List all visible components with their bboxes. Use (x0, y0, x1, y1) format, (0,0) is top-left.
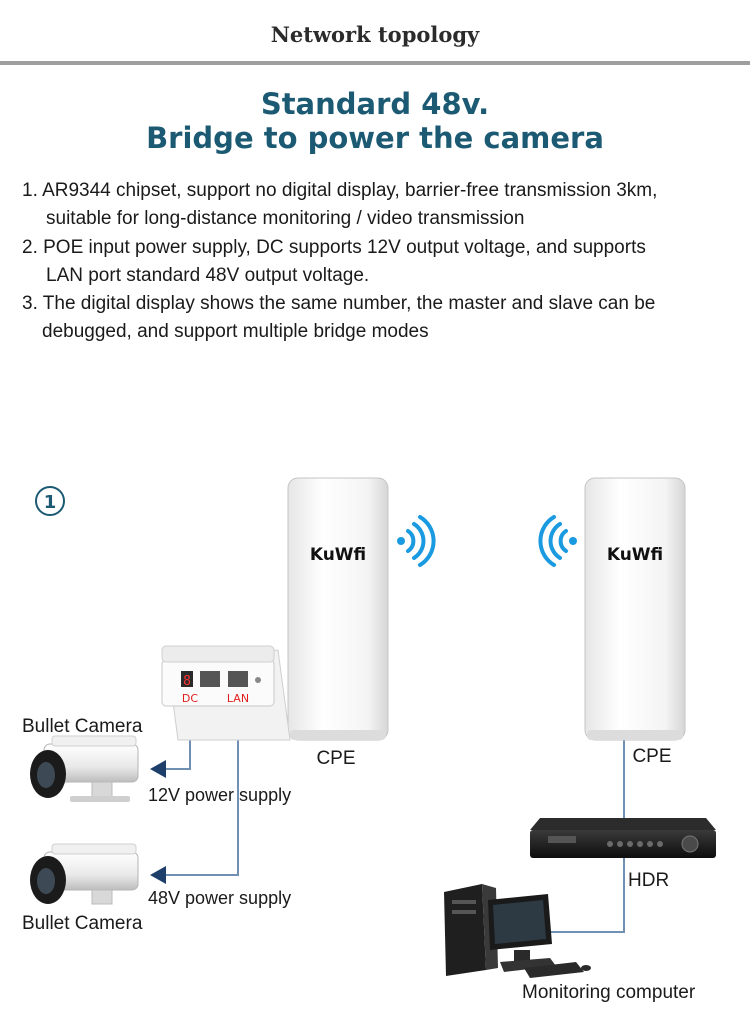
wifi-signal-right-icon (538, 515, 577, 567)
wifi-signal-left-icon (397, 515, 436, 567)
cpe-label-left: CPE (316, 748, 355, 769)
monitoring-computer-icon (444, 884, 591, 978)
camera-top-label: Bullet Camera (22, 716, 143, 737)
camera-bottom-label: Bullet Camera (22, 913, 143, 934)
feature-1-line-1: 1. AR9344 chipset, support no digital di… (22, 180, 658, 201)
port-lan-label: LAN (227, 692, 249, 705)
arrow-12v-icon (150, 760, 166, 778)
feature-2-line-1: 2. POE input power supply, DC supports 1… (22, 237, 646, 258)
brand-logo-right: KuWfi (607, 545, 663, 565)
bullet-camera-top-icon (30, 735, 139, 802)
poe-digit-display: 8 (183, 674, 191, 689)
headline-line-1: Standard 48v. (260, 87, 490, 121)
cable-lines (165, 702, 625, 933)
feature-item-1: 1. AR9344 chipset, support no digital di… (22, 177, 657, 233)
port-dc-label: DC (182, 692, 198, 705)
cpe-device-left: KuWfi (287, 477, 389, 741)
page-title: Network topology (270, 22, 480, 47)
feature-3-line-1: 3. The digital display shows the same nu… (22, 293, 656, 314)
computer-label: Monitoring computer (522, 982, 696, 1003)
svg-text:1: 1 (44, 492, 57, 513)
cpe-device-right: KuWfi (584, 477, 686, 741)
feature-item-2: 2. POE input power supply, DC supports 1… (22, 234, 646, 290)
headline-line-2: Bridge to power the camera (146, 121, 604, 155)
hdr-recorder-icon (530, 818, 716, 858)
feature-2-line-2: LAN port standard 48V output voltage. (46, 265, 370, 286)
cpe-label-right: CPE (632, 746, 671, 767)
feature-item-3: 3. The digital display shows the same nu… (22, 290, 655, 346)
poe-port-box: 8 DC LAN (161, 645, 291, 741)
hdr-label: HDR (628, 870, 669, 891)
arrow-48v-icon (150, 866, 166, 884)
brand-logo-left: KuWfi (310, 545, 366, 565)
feature-1-line-2: suitable for long-distance monitoring / … (46, 208, 525, 229)
supply-48v-label: 48V power supply (148, 888, 291, 908)
step-marker: 1 (35, 486, 65, 516)
bullet-camera-bottom-icon (30, 843, 139, 905)
supply-12v-label: 12V power supply (148, 785, 291, 805)
header-divider (0, 61, 750, 65)
feature-3-line-2: debugged, and support multiple bridge mo… (42, 321, 429, 342)
